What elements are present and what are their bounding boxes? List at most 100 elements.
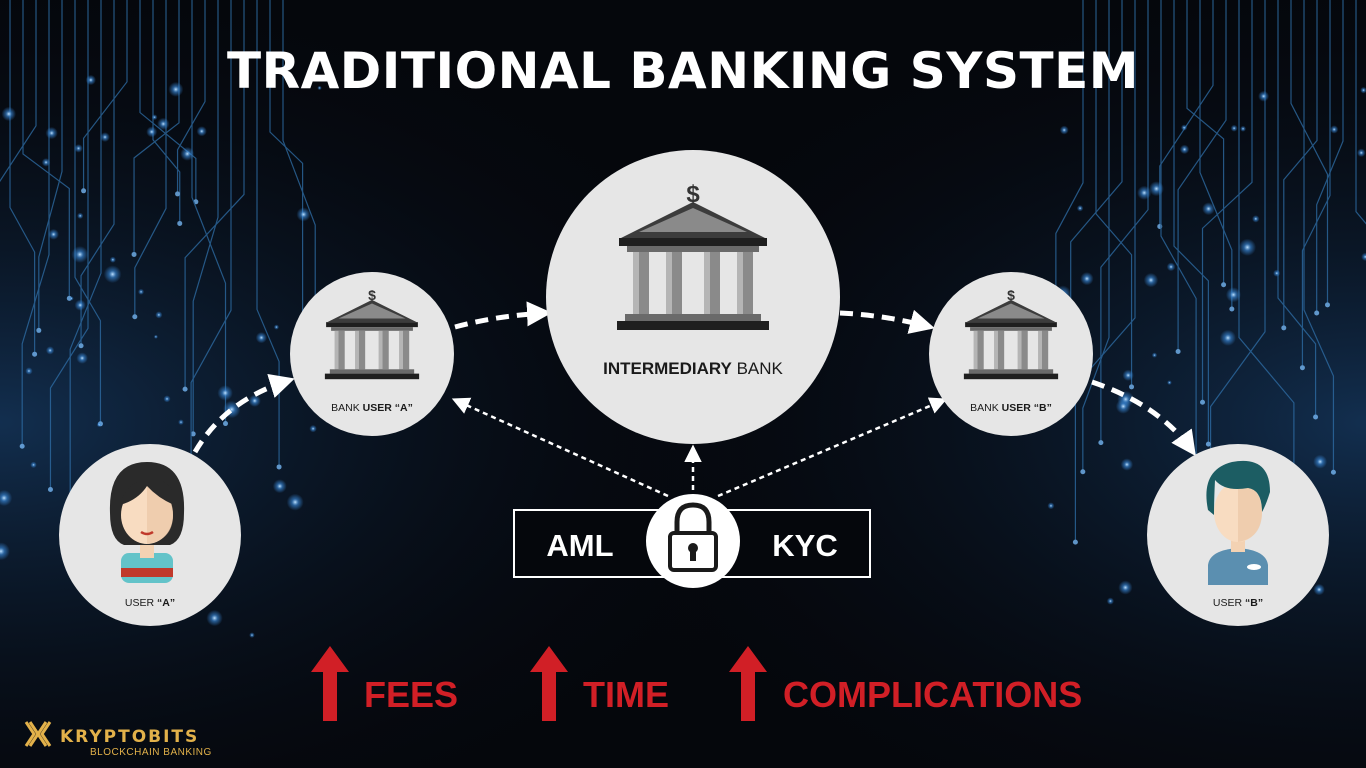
star-glow <box>138 288 145 295</box>
circuit-trace <box>256 0 280 467</box>
circuit-trace <box>1355 0 1366 225</box>
circuit-node <box>1080 469 1086 475</box>
circuit-node <box>1324 302 1330 308</box>
circuit-trace <box>134 0 167 317</box>
circuit-node <box>223 421 229 427</box>
circuit-trace <box>1201 0 1253 403</box>
intermediary-bank-node: $ INTERMEDIARY BANK <box>546 150 840 444</box>
star-glow <box>309 424 317 433</box>
female-avatar-icon <box>109 462 185 583</box>
circuit-node <box>1129 384 1135 390</box>
star-glow <box>1120 458 1134 471</box>
circuit-trace <box>82 0 128 191</box>
bank-a-node: $ BANK USER “A” <box>290 272 454 436</box>
aml-label: AML <box>546 528 613 563</box>
circuit-trace <box>1283 0 1318 328</box>
impact-fees: FEES <box>311 646 458 721</box>
circuit-node <box>1229 306 1235 312</box>
circuit-trace <box>49 0 89 490</box>
logo-tagline: BLOCKCHAIN BANKING <box>90 747 212 758</box>
star-glow <box>1313 454 1328 469</box>
star-glow <box>1330 125 1339 134</box>
star-glow <box>1361 252 1366 262</box>
user-b-label: USER “B” <box>1213 597 1263 609</box>
circuit-trace <box>1095 0 1133 387</box>
star-glow <box>1167 380 1172 385</box>
star-glow <box>272 479 287 494</box>
circuit-pattern <box>0 0 1366 545</box>
male-avatar-icon <box>1206 460 1270 585</box>
bank-icon <box>617 202 769 330</box>
circuit-trace <box>1277 0 1317 417</box>
circuit-node <box>32 351 38 357</box>
bank-a-label: BANK USER “A” <box>331 402 413 414</box>
circuit-node <box>175 191 181 197</box>
circuit-trace <box>176 0 206 194</box>
kryptobits-logo: KRYPTOBITS BLOCKCHAIN BANKING <box>24 721 212 758</box>
star-glow <box>1106 597 1115 605</box>
circuit-node <box>78 343 84 349</box>
star-glow <box>1080 272 1094 286</box>
star-glow <box>217 385 233 401</box>
circuit-trace <box>1082 0 1110 472</box>
star-glow <box>1143 272 1159 288</box>
circuit-trace <box>22 0 70 299</box>
star-glow <box>273 324 280 330</box>
circuit-node <box>1314 310 1320 316</box>
star-glow <box>45 126 58 140</box>
circuit-node <box>47 487 53 493</box>
star-glow <box>1258 90 1270 102</box>
circuit-node <box>1313 414 1319 420</box>
circuit-trace <box>1160 0 1197 466</box>
star-glow <box>206 609 223 627</box>
circuit-node <box>1205 441 1211 447</box>
circuit-node <box>182 386 188 392</box>
arrow-lock-to-bank-a <box>451 397 669 498</box>
star-glow <box>1225 287 1242 303</box>
star-glow <box>157 117 170 131</box>
star-glow <box>1148 181 1164 197</box>
star-glow <box>71 246 89 263</box>
circuit-trace <box>133 0 180 255</box>
circuit-trace <box>1100 0 1149 443</box>
star-glow <box>45 346 55 355</box>
star-glow <box>1076 205 1084 212</box>
star-glow <box>255 332 268 344</box>
star-glow <box>74 299 86 311</box>
circuit-trace <box>1303 0 1335 473</box>
circuit-node <box>131 251 137 257</box>
circuit-trace <box>21 0 50 447</box>
star-glow <box>1179 144 1190 155</box>
circuit-trace <box>38 0 63 331</box>
user-b-node: USER “B” <box>1147 444 1329 626</box>
up-arrow-icon <box>729 646 767 721</box>
star-glow <box>48 228 59 240</box>
impact-row: FEES TIME COMPLICATIONS <box>311 646 1082 721</box>
star-glow <box>1115 398 1131 414</box>
circuit-node <box>1281 325 1287 331</box>
circuit-trace <box>1301 0 1331 368</box>
bank-b-label: BANK USER “B” <box>970 402 1052 414</box>
circuit-node <box>1330 469 1336 475</box>
circuit-node <box>1175 349 1181 355</box>
star-glow <box>1118 580 1133 595</box>
circuit-trace <box>1186 0 1225 285</box>
circuit-node <box>132 314 138 320</box>
page-title: TRADITIONAL BANKING SYSTEM <box>227 42 1139 100</box>
star-glow <box>1230 124 1238 132</box>
star-glow <box>1 106 16 122</box>
arrow-bank-b-to-user-b <box>1091 379 1196 457</box>
circuit-node <box>36 327 42 333</box>
star-glow <box>1137 185 1152 200</box>
star-glow <box>0 542 10 561</box>
star-glow <box>74 144 83 153</box>
arrow-user-a-to-bank-a <box>192 373 295 454</box>
circuit-trace <box>139 0 197 202</box>
arrow-intermediary-to-bank-b <box>839 309 935 334</box>
star-glow <box>77 212 84 219</box>
star-glow <box>96 422 102 428</box>
star-glow <box>76 352 88 364</box>
circuit-node <box>1200 399 1206 405</box>
impact-time-label: TIME <box>583 674 669 715</box>
star-glow <box>0 489 13 507</box>
